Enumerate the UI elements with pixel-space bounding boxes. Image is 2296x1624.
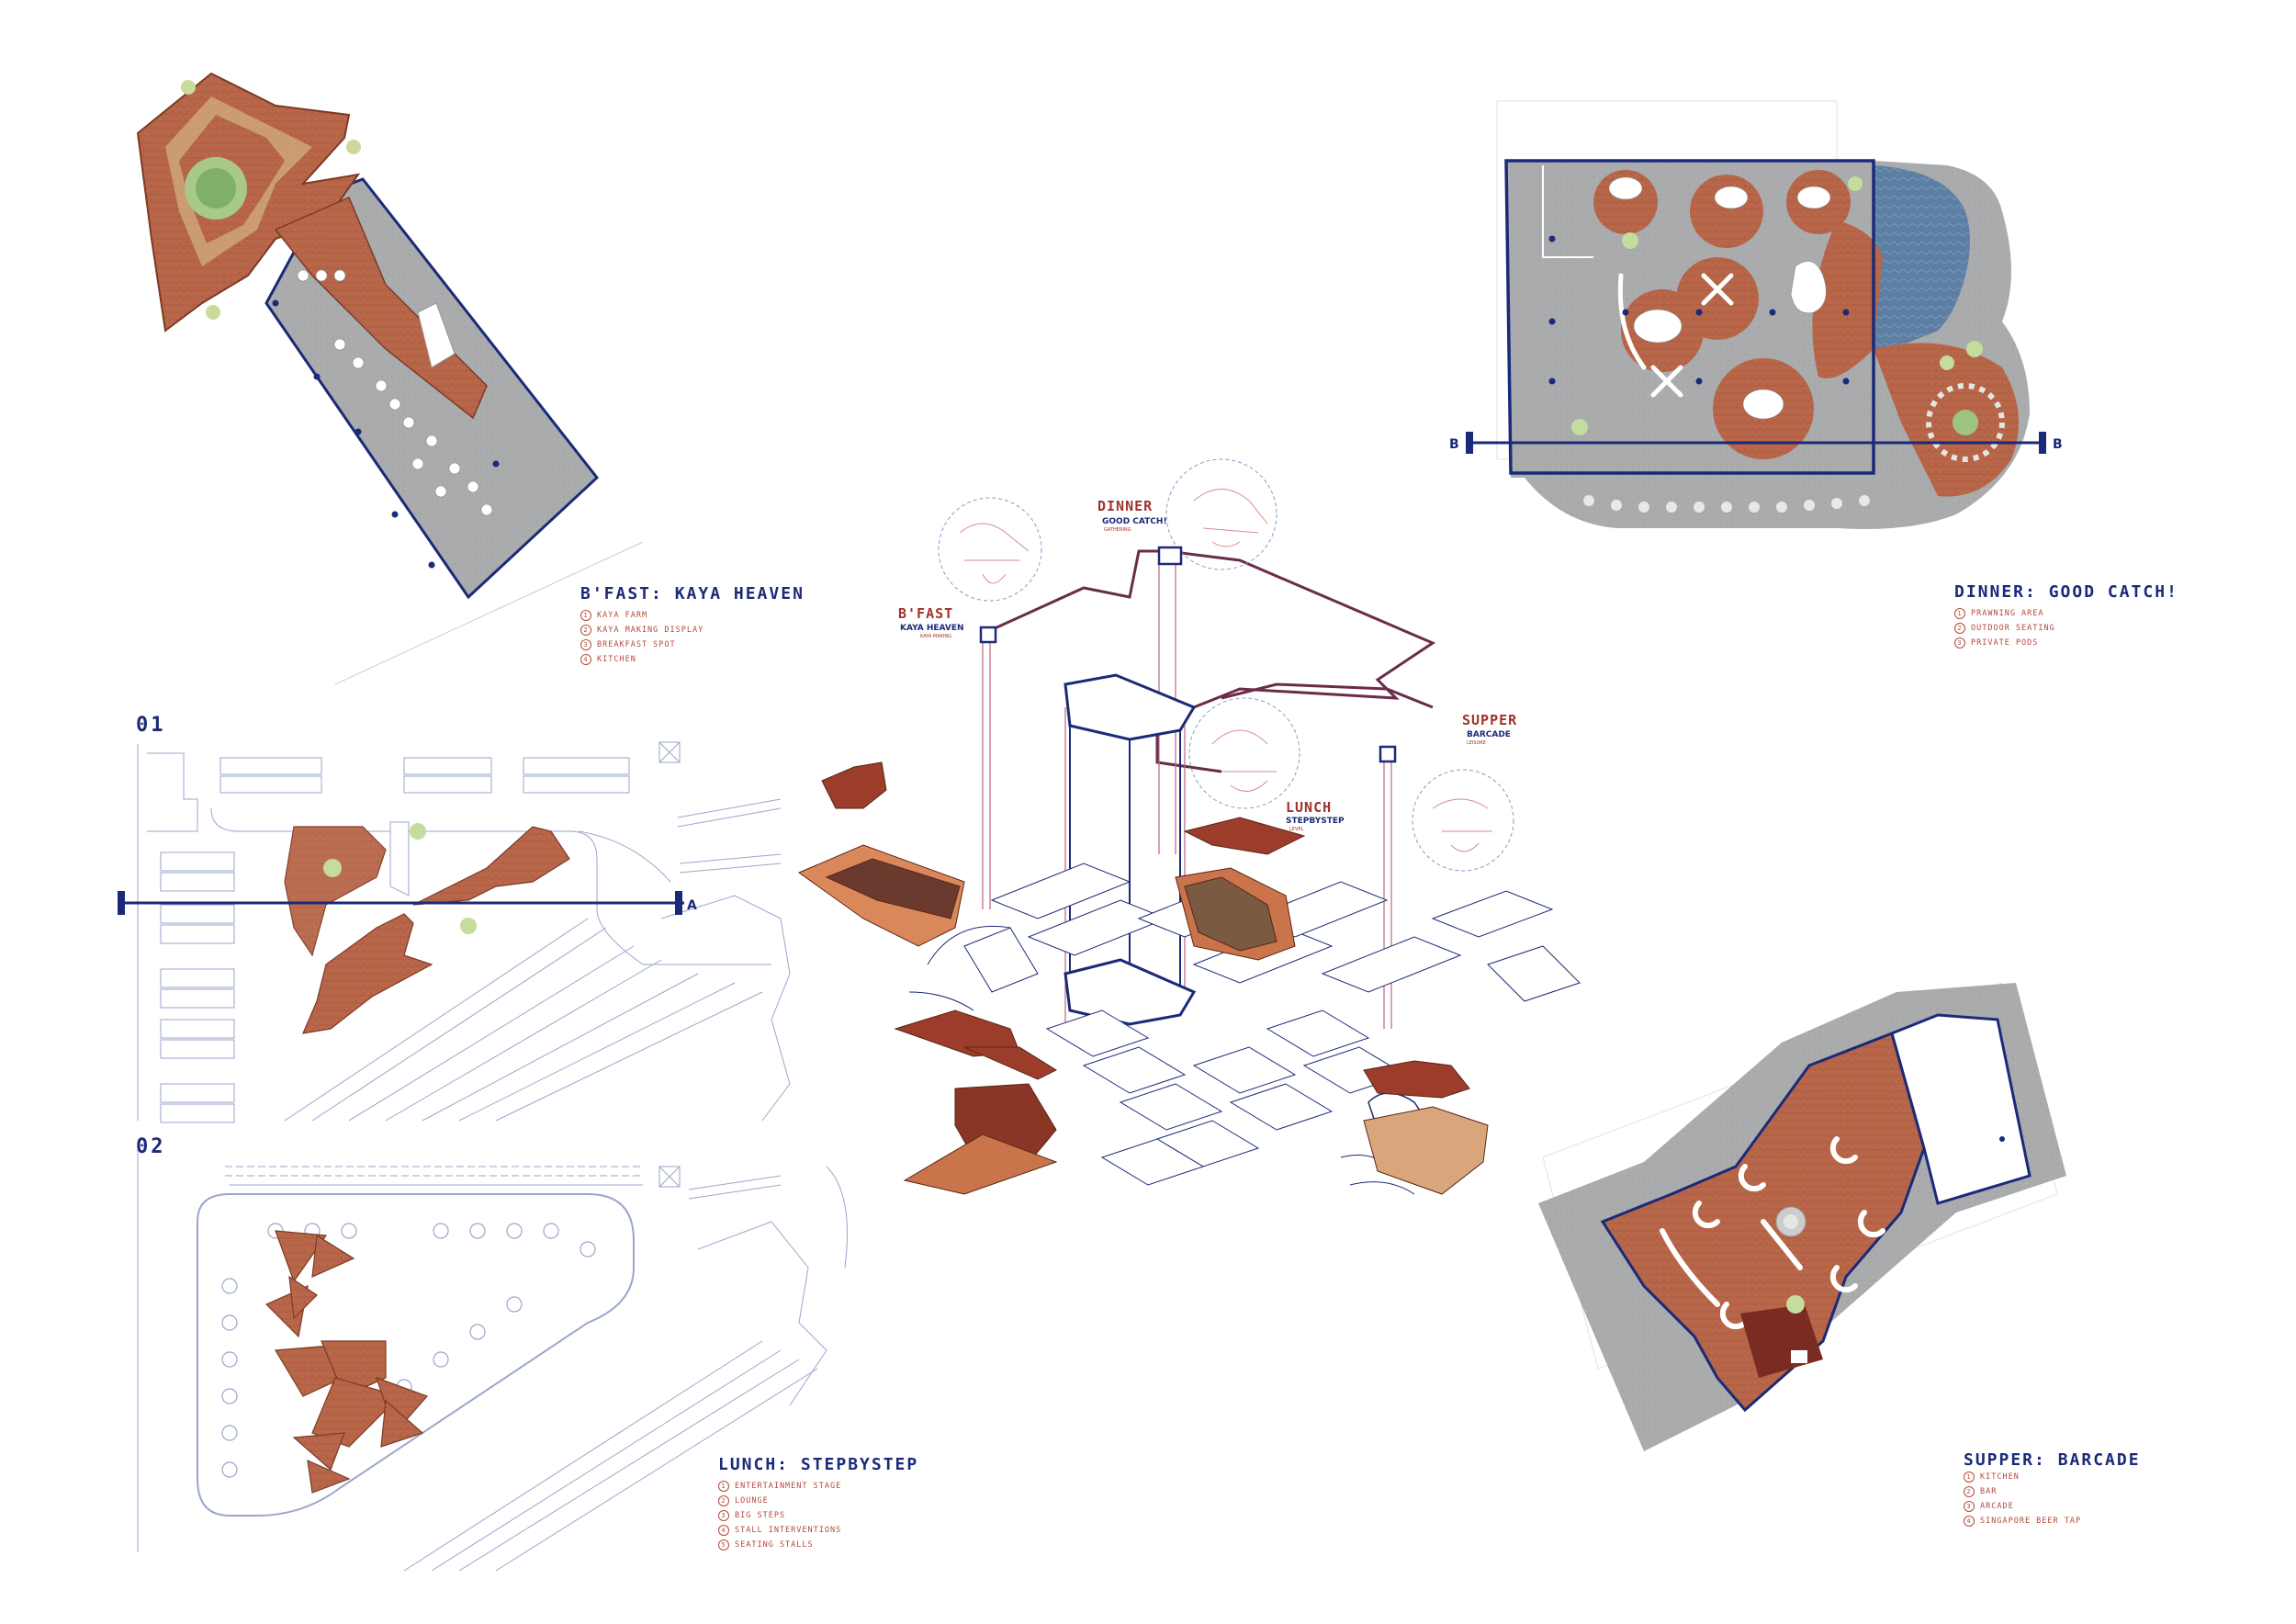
level-01-plan-drawing	[137, 741, 791, 1123]
level-01-canopies	[284, 821, 570, 1034]
axo-tag-dinner-tiny: GATHERING	[1104, 527, 1131, 533]
axo-tag-lunch-tiny: LEVEL	[1289, 827, 1304, 832]
section-mark-b-right: B	[2053, 437, 2063, 452]
lunch-title: LUNCH: STEPBYSTEP	[718, 1455, 918, 1474]
dinner-title: DINNER: GOOD CATCH!	[1954, 582, 2178, 602]
supper-title: SUPPER: BARCADE	[1964, 1450, 2141, 1470]
axo-tag-bfast: B'FAST	[898, 605, 953, 622]
section-mark-b-left: B	[1449, 437, 1459, 452]
breakfast-title: B'FAST: KAYA HEAVEN	[580, 584, 805, 603]
axo-tag-supper-tiny: LEISURE	[1467, 740, 1486, 746]
axo-tag-bfast-sub: KAYA HEAVEN	[900, 624, 964, 633]
supper-plan-drawing	[1538, 982, 2066, 1451]
plan-label-01: 01	[136, 714, 166, 737]
axo-tag-supper: SUPPER	[1462, 712, 1517, 728]
axo-tag-supper-sub: BARCADE	[1467, 730, 1511, 739]
dinner-plan-drawing	[1466, 100, 2046, 529]
axo-tag-lunch: LUNCH	[1286, 799, 1332, 816]
level-02-plan-drawing	[137, 1148, 848, 1572]
axo-tag-dinner: DINNER	[1097, 498, 1153, 514]
lunch-triangle-pods	[264, 1230, 429, 1494]
axonometric-drawing	[797, 458, 1581, 1195]
axo-tag-bfast-tiny: KAYA MAKING	[920, 634, 951, 639]
axo-tag-lunch-sub: STEPBYSTEP	[1286, 817, 1345, 826]
breakfast-plan-drawing	[136, 72, 644, 685]
section-mark-a-right: A	[687, 898, 697, 913]
plan-label-02: 02	[136, 1135, 166, 1158]
axo-tag-dinner-sub: GOOD CATCH!	[1102, 517, 1167, 526]
